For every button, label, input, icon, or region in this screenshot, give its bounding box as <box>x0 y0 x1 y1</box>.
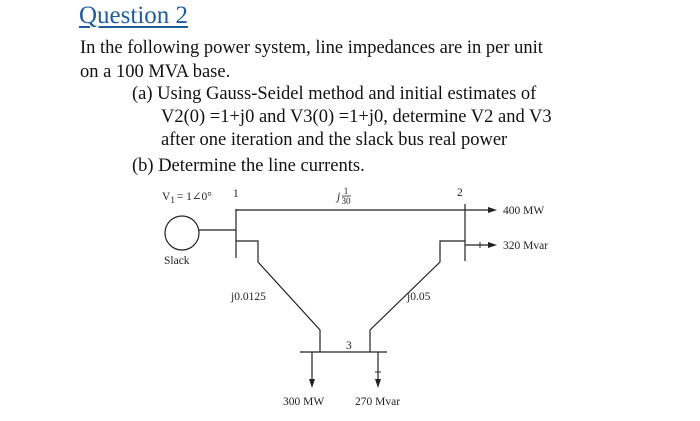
bus2-q-arrow <box>488 242 497 248</box>
line-1-3 <box>236 240 321 352</box>
part-a-line-3: after one iteration and the slack bus re… <box>161 130 508 150</box>
slack-label: Slack <box>164 255 190 267</box>
line23-impedance: j0.05 <box>406 291 431 303</box>
bus2-p-arrow <box>488 207 497 213</box>
bus2-load-p: 400 MW <box>503 205 544 217</box>
line-2-3 <box>369 240 465 352</box>
line13-impedance: j0.0125 <box>230 291 266 303</box>
intro-text: In the following power system, line impe… <box>80 36 680 84</box>
bus2-load-q: 320 Mvar <box>503 240 548 252</box>
question-title: Question 2 <box>79 2 189 29</box>
part-a: (a) Using Gauss-Seidel method and initia… <box>132 83 552 152</box>
bus2-number: 2 <box>457 187 463 199</box>
line12-denominator: 30 <box>342 196 352 206</box>
v1-label: V1= 1∠0° <box>162 191 212 205</box>
bus3-load-q: 270 Mvar <box>355 396 400 408</box>
line12-numerator: 1 <box>344 186 349 196</box>
bus3-load-p: 300 MW <box>283 396 324 408</box>
intro-line-1: In the following power system, line impe… <box>80 38 543 58</box>
bus3-p-arrow <box>309 379 315 388</box>
slack-generator <box>164 215 200 251</box>
bus3-number: 3 <box>346 340 352 352</box>
line12-j: j <box>335 191 340 203</box>
part-a-line-2: V2(0) =1+j0 and V3(0) =1+j0, determine V… <box>161 107 552 127</box>
bus1-number: 1 <box>233 188 239 200</box>
part-b: (b) Determine the line currents. <box>132 156 365 176</box>
part-a-line-1: (a) Using Gauss-Seidel method and initia… <box>132 84 537 104</box>
intro-line-2: on a 100 MVA base. <box>80 62 231 82</box>
bus3-q-arrow <box>375 379 381 388</box>
